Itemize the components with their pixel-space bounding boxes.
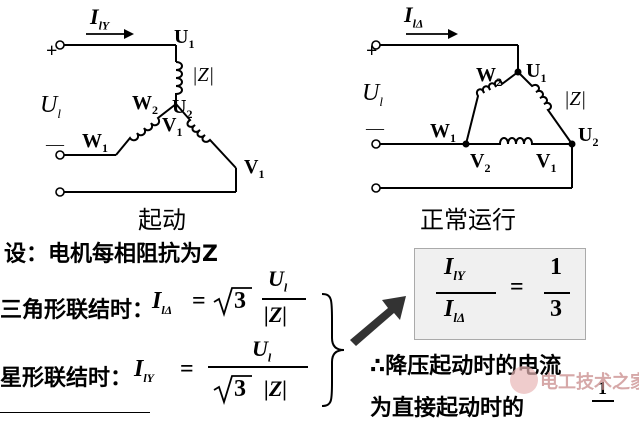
delta-node-top [514,68,522,76]
delta-formula-sqrt [213,287,252,317]
delta-formula-eq: = [192,288,206,314]
star-minus-sign: — [46,134,64,154]
delta-voltage-label: Ul [362,80,383,109]
ratio-numerator: IlY [444,254,465,283]
star-label-u2: U2 [172,96,193,121]
delta-current-arrowhead [448,29,458,39]
delta-coil-bottom [466,137,572,145]
delta-minus-sign: — [366,118,384,138]
star-formula-den: |Z| [264,376,288,401]
bottom-left-rule [0,412,150,413]
delta-formula-den: |Z| [264,302,288,327]
star-formula-label: 星形联结时： [0,366,133,391]
watermark-text: 电工技术之家 [540,372,639,393]
delta-plus-sign: + [366,40,378,62]
star-coil-w [115,103,177,156]
delta-terminal-mid [371,139,381,149]
delta-label-u2: U2 [578,124,599,149]
conclusion-fraction-bar [592,400,614,402]
star-formula-sqrt3: 3 [234,376,246,402]
delta-formula-lhs: IlΔ [152,288,173,317]
ratio-box [414,248,586,340]
delta-label-v1: V1 [536,150,557,175]
star-caption: 起动 [138,206,186,234]
star-coil-u [175,61,183,104]
watermark-logo-icon [510,366,538,394]
delta-coil-left [465,71,519,145]
star-voltage-label: Ul [40,92,61,121]
star-formula-eq: = [180,356,194,382]
star-label-w2: W2 [132,92,158,117]
star-label-v1-outer: V1 [244,156,265,181]
ratio-left-bar [436,292,496,294]
star-formula-fraction-bar [208,366,308,368]
conclusion-fraction-num: 1 [598,378,607,398]
delta-label-w2: W2 [476,64,502,89]
ratio-right-bar [544,292,570,294]
ratio-one: 1 [550,254,562,280]
conclusion-line-2: 为直接起动时的 [370,396,525,421]
ratio-three: 3 [550,296,562,322]
delta-current-label: IlΔ [404,2,424,31]
star-label-w1: W1 [82,130,108,155]
star-label-v1-inner: V1 [162,114,183,139]
delta-coil-right [517,71,573,145]
star-current-label: IlY [90,4,110,33]
delta-formula-num: Ul [268,266,288,295]
star-coil-v [175,103,237,169]
delta-label-u1: U1 [526,60,547,85]
star-plus-sign: + [46,40,58,62]
star-label-z: |Z| [192,64,215,86]
star-terminal-bottom [55,187,65,197]
ratio-denominator: IlΔ [444,296,466,325]
star-terminal-mid [55,150,65,160]
premise-text: 设：电机每相阻抗为Z [4,242,218,267]
star-formula-lhs: IlY [134,356,155,385]
star-current-arrowhead [124,29,134,39]
ratio-equals: = [510,274,524,300]
delta-label-z: |Z| [564,88,587,110]
star-formula-num: Ul [252,336,272,365]
delta-formula-sqrt3: 3 [234,288,246,314]
delta-terminal-top [371,40,381,50]
delta-terminal-bottom [371,183,381,193]
star-formula-sqrt [213,375,252,405]
delta-label-w1: W1 [430,120,456,145]
star-terminal-top [55,40,65,50]
delta-formula-fraction-bar [262,298,306,300]
delta-formula-label: 三角形联结时： [0,298,155,323]
delta-label-v2: V2 [470,150,491,175]
star-label-u1: U1 [174,26,195,51]
delta-caption: 正常运行 [420,206,516,234]
combining-brace [321,293,345,407]
result-arrow [350,296,406,346]
delta-node-right [568,140,576,148]
delta-node-left [462,140,470,148]
